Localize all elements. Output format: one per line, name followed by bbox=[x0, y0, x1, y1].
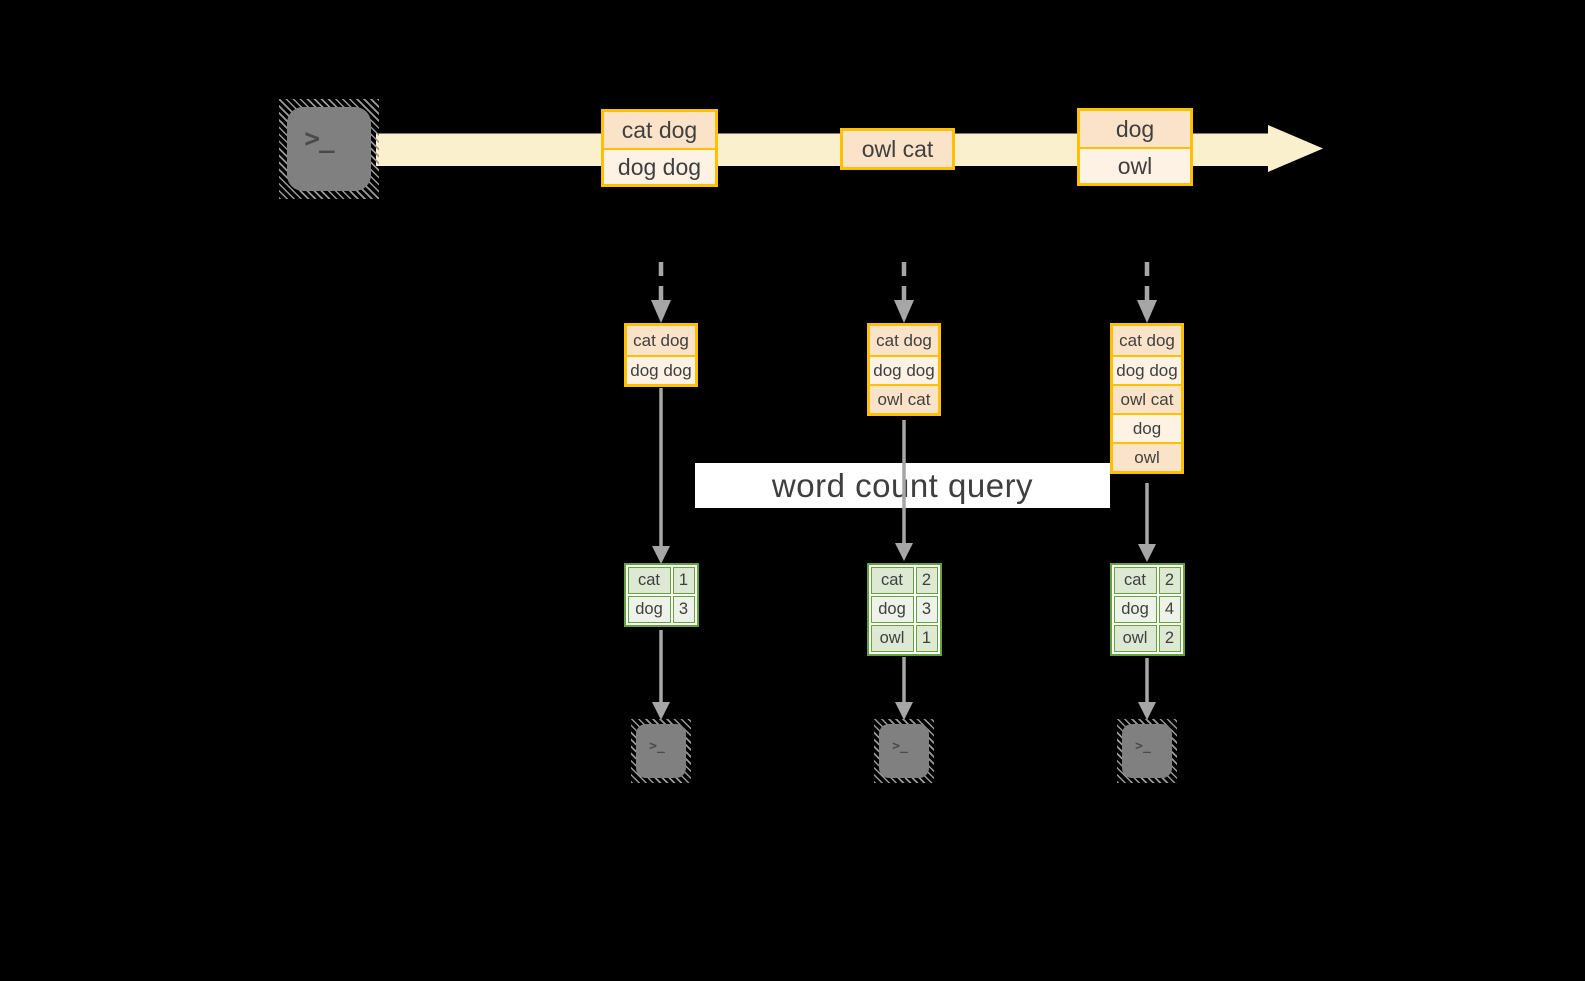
query-arrows bbox=[652, 388, 1156, 564]
result-count-cell: 1 bbox=[915, 625, 938, 652]
prompt-glyph: >_ bbox=[304, 124, 334, 154]
result-count-cell: 3 bbox=[672, 596, 695, 623]
stream-batch-cell: cat dog bbox=[604, 112, 715, 148]
result-count-cell: 1 bbox=[672, 567, 695, 594]
result-word-cell: dog bbox=[1113, 596, 1157, 623]
state-row: dog bbox=[1113, 413, 1181, 442]
state-row: cat dog bbox=[627, 326, 695, 355]
result-count-cell: 2 bbox=[1158, 625, 1181, 652]
stream-batch-cell: owl cat bbox=[843, 131, 952, 167]
terminal-icon: >_ bbox=[1122, 724, 1172, 778]
stream-batch-cell: owl bbox=[1080, 147, 1190, 183]
terminal-icon: >_ bbox=[636, 724, 686, 778]
stream-batch: owl cat bbox=[840, 128, 955, 170]
result-word-cell: owl bbox=[1113, 625, 1157, 652]
stream-batch-cell: dog dog bbox=[604, 148, 715, 184]
state-row: dog dog bbox=[870, 355, 938, 384]
result-word-cell: dog bbox=[627, 596, 671, 623]
state-row: owl cat bbox=[1113, 384, 1181, 413]
result-count-cell: 2 bbox=[1158, 567, 1181, 594]
terminal-icon: >_ bbox=[879, 724, 929, 778]
prompt-glyph: >_ bbox=[1135, 738, 1151, 754]
result-word-cell: dog bbox=[870, 596, 914, 623]
terminal-icon: >_ bbox=[287, 107, 371, 191]
result-count-cell: 2 bbox=[915, 567, 938, 594]
result-word-cell: owl bbox=[870, 625, 914, 652]
terminal-sink-icon: >_ bbox=[631, 719, 691, 783]
prompt-glyph: >_ bbox=[649, 738, 665, 754]
stream-batch-cell: dog bbox=[1080, 111, 1190, 147]
state-row: cat dog bbox=[870, 326, 938, 355]
output-arrows bbox=[652, 630, 1156, 720]
state-row: dog dog bbox=[627, 355, 695, 384]
state-row: dog dog bbox=[1113, 355, 1181, 384]
terminal-source-icon: >_ bbox=[279, 99, 379, 199]
result-count-cell: 3 bbox=[915, 596, 938, 623]
result-count-cell: 4 bbox=[1158, 596, 1181, 623]
state-row: cat dog bbox=[1113, 326, 1181, 355]
result-word-cell: cat bbox=[870, 567, 914, 594]
terminal-sink-icon: >_ bbox=[1117, 719, 1177, 783]
state-row: owl cat bbox=[870, 384, 938, 413]
trigger-arrows bbox=[651, 262, 1157, 323]
result-word-cell: cat bbox=[1113, 567, 1157, 594]
query-label: word count query bbox=[771, 466, 1034, 504]
terminal-sink-icon: >_ bbox=[874, 719, 934, 783]
result-word-cell: cat bbox=[627, 567, 671, 594]
state-row: owl bbox=[1113, 442, 1181, 471]
prompt-glyph: >_ bbox=[892, 738, 908, 754]
